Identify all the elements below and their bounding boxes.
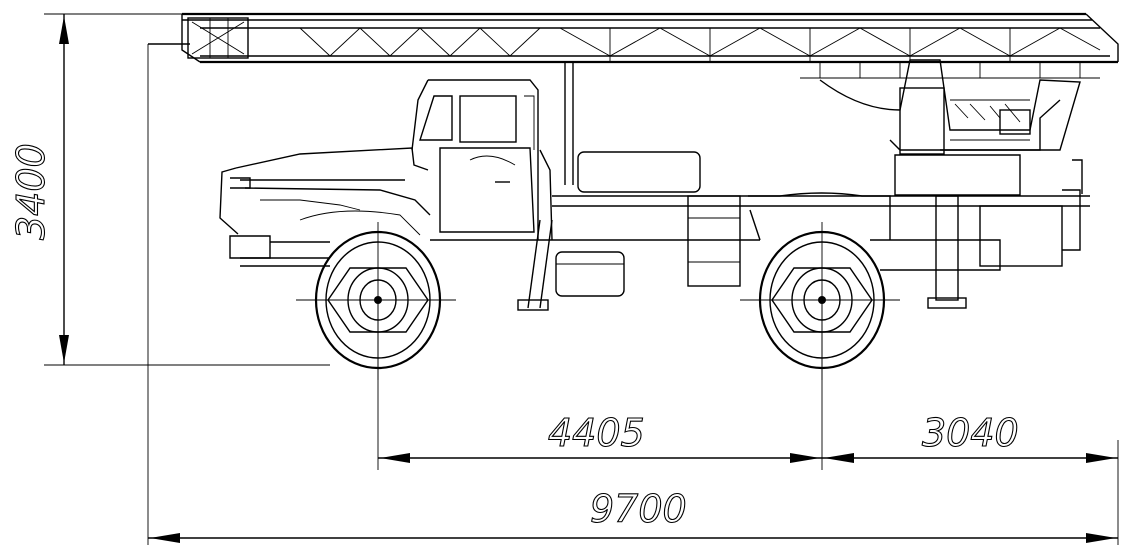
truck-cab bbox=[411, 79, 553, 241]
overall-length-label: 9700 bbox=[590, 487, 687, 531]
truck-hood bbox=[219, 147, 431, 259]
length-dimensions: 4405 3040 9700 bbox=[147, 44, 1119, 545]
height-label: 3400 bbox=[9, 143, 53, 240]
front-wheel bbox=[296, 222, 456, 380]
truck-chassis bbox=[240, 151, 1090, 311]
rear-wheel bbox=[740, 222, 900, 380]
wheelbase-label: 4405 bbox=[548, 411, 645, 455]
ladder-boom bbox=[148, 12, 1119, 79]
height-dimension: 3400 bbox=[8, 13, 330, 366]
rear-overhang-label: 3040 bbox=[922, 411, 1019, 455]
turntable bbox=[564, 59, 1081, 196]
